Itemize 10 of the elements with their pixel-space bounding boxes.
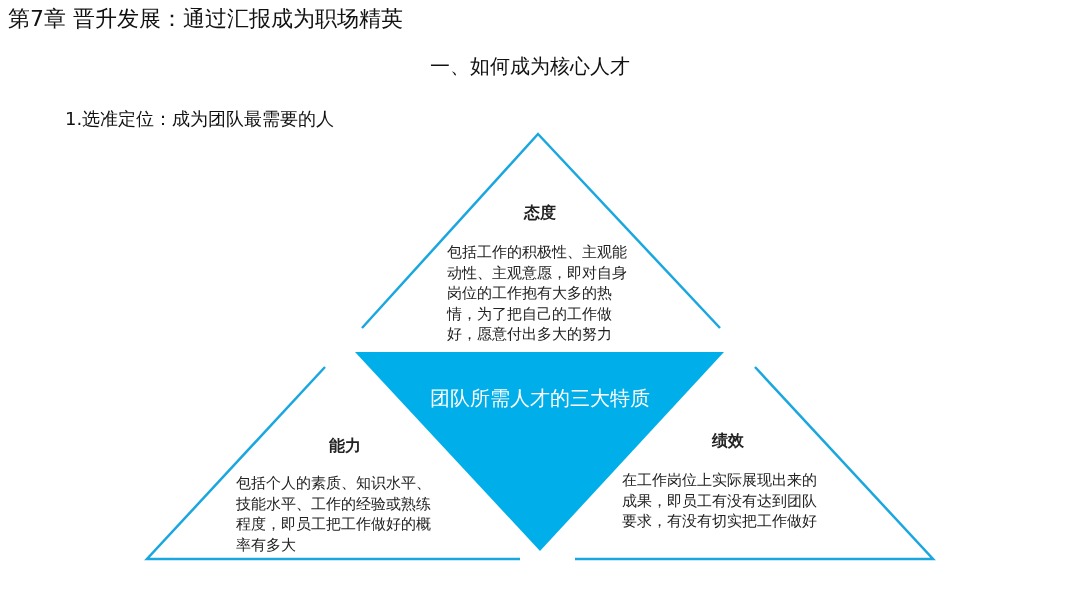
description-text: 包括个人的素质、知识水平、技能水平、工作的经验或熟练程度，即员工把工作做好的概率有多大	[236, 473, 432, 555]
description-text: 在工作岗位上实际展现出来的成果，即员工有没有达到团队要求，有没有切实把工作做好	[622, 470, 818, 532]
heading-text: 态度	[524, 203, 556, 223]
heading-text: 一、如何成为核心人才	[430, 54, 630, 78]
heading-text: 能力	[329, 436, 361, 456]
description-text: 包括工作的积极性、主观能动性、主观意愿，即对自身岗位的工作抱有大多的热情，为了把自己的工作做好，愿意付出多大的努力	[447, 242, 628, 345]
title: 第7章 晋升发展：通过汇报成为职场精英	[8, 5, 403, 33]
heading-text: 绩效	[712, 431, 744, 451]
heading-text: 1.选准定位：成为团队最需要的人	[65, 107, 335, 131]
center-label: 团队所需人才的三大特质	[430, 388, 650, 408]
